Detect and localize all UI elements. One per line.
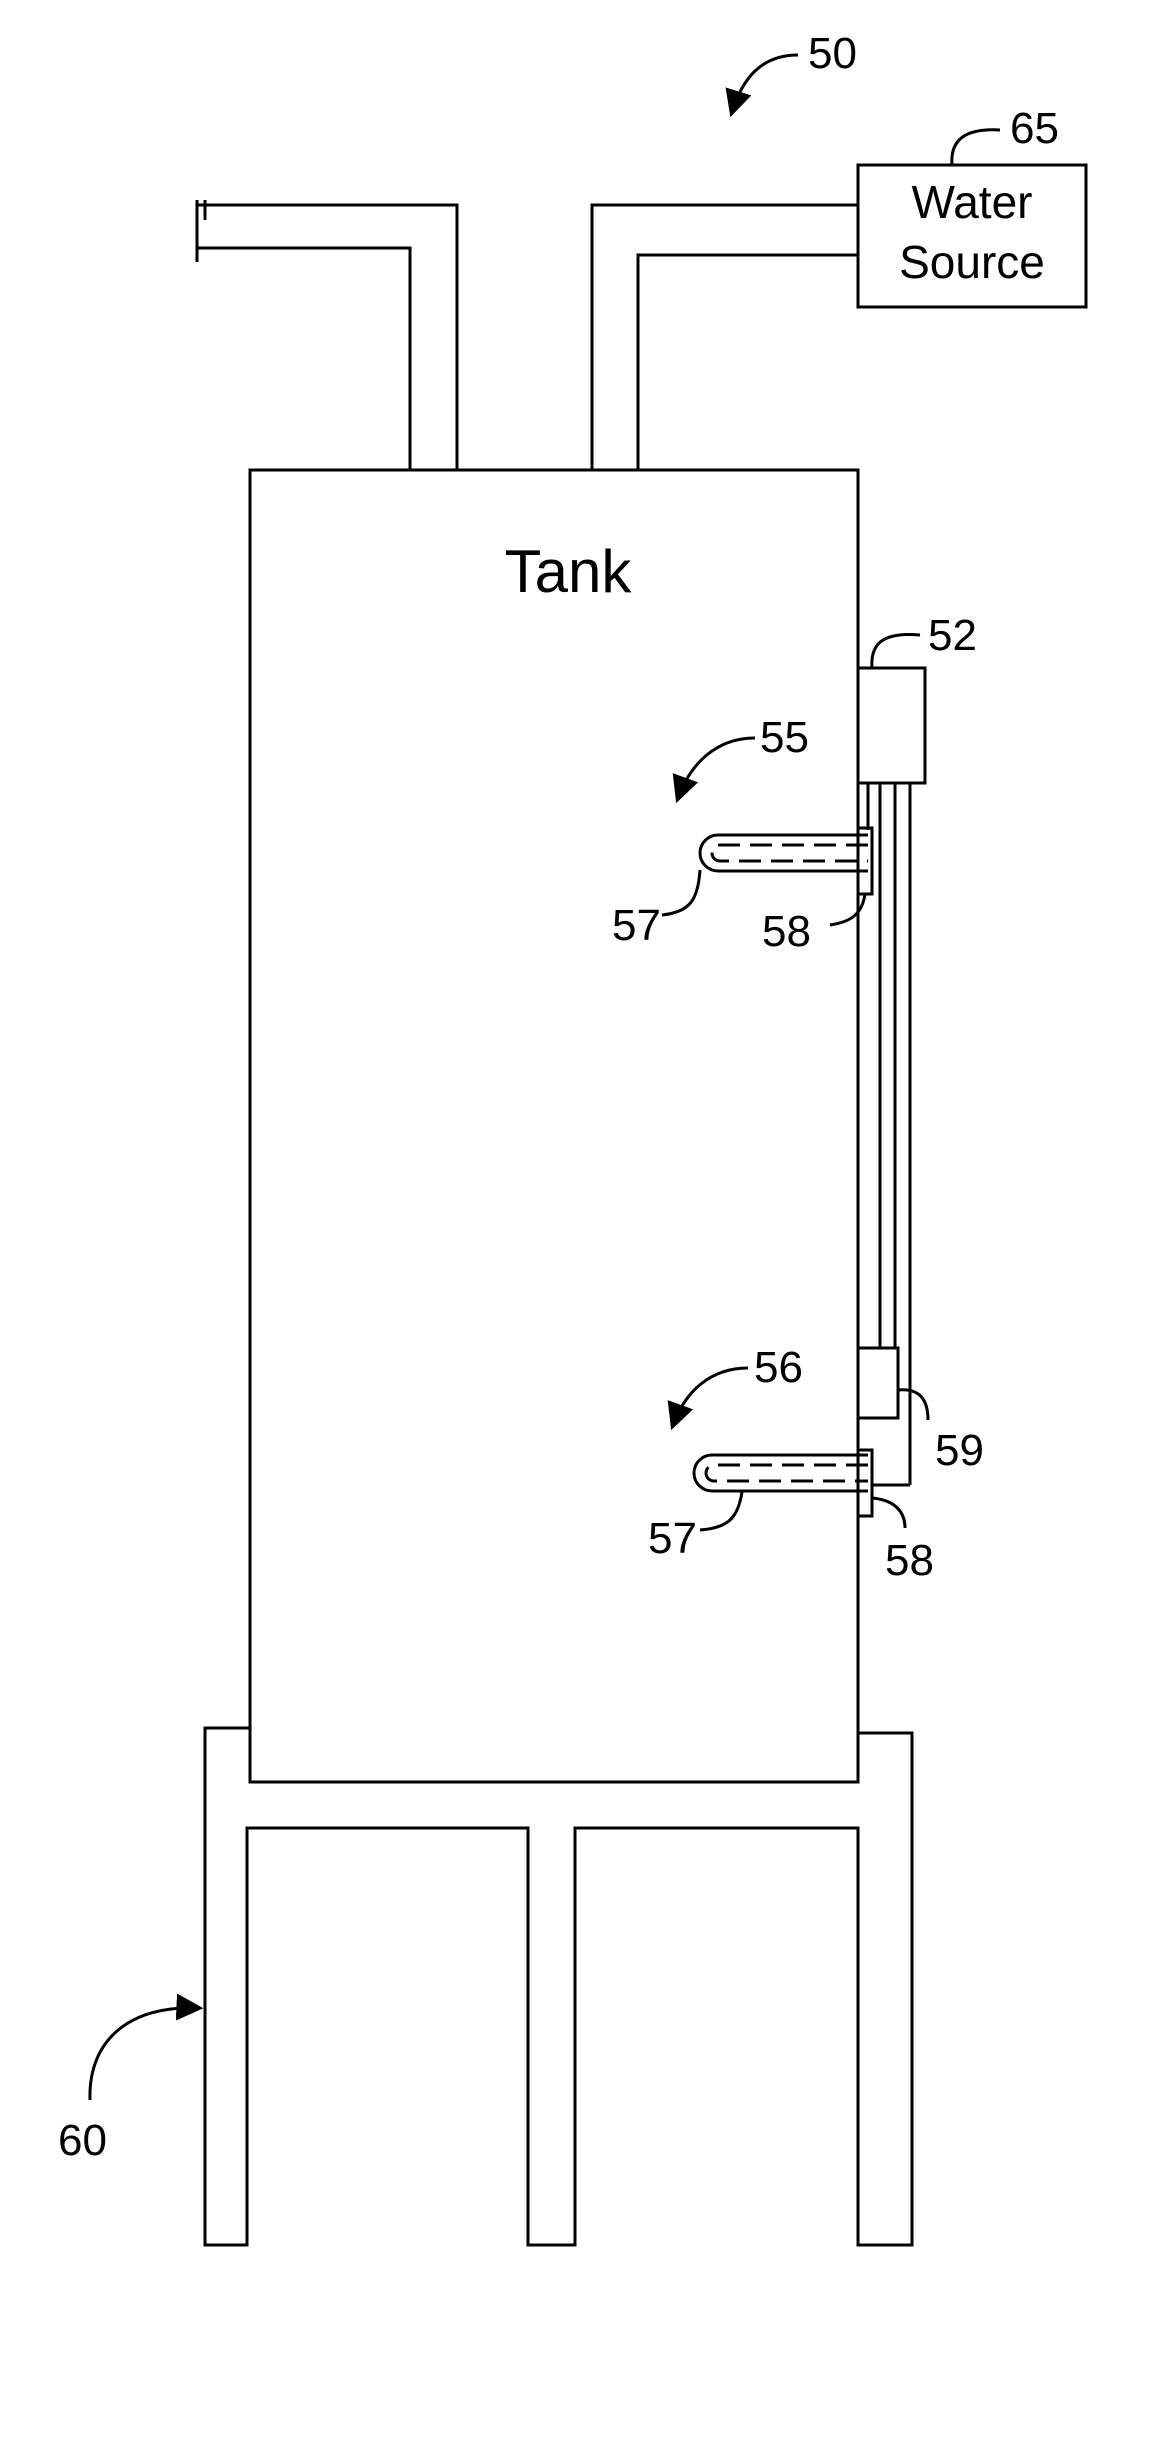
label-55: 55 [760, 713, 809, 762]
tank-label: Tank [505, 538, 633, 605]
label-56: 56 [754, 1343, 803, 1392]
leader-58-bottom [872, 1498, 905, 1528]
label-57-top: 57 [612, 901, 661, 950]
label-50: 50 [808, 29, 857, 78]
water-source-label-line1: Water [912, 176, 1033, 228]
stand [205, 1728, 912, 2245]
leader-52 [872, 634, 920, 668]
label-58-bottom: 58 [885, 1536, 934, 1585]
arrow-55 [678, 738, 755, 798]
leader-57-bottom [700, 1492, 742, 1530]
arrow-56 [673, 1368, 748, 1425]
controller-wiring [868, 783, 910, 1485]
label-57-bottom: 57 [648, 1514, 697, 1563]
label-58-top: 58 [762, 907, 811, 956]
leader-57-top [662, 870, 700, 915]
label-60: 60 [58, 2116, 107, 2165]
lower-heating-element [694, 1450, 872, 1516]
leader-59 [898, 1390, 928, 1420]
inlet-pipe [592, 205, 858, 470]
arrow-50 [732, 55, 798, 112]
arrow-60 [90, 2008, 198, 2100]
water-source-label-line2: Source [899, 236, 1045, 288]
thermostat-59 [858, 1348, 898, 1418]
label-52: 52 [928, 611, 977, 660]
controller-52 [858, 668, 925, 783]
label-59: 59 [935, 1426, 984, 1475]
lower-element-flange [858, 1450, 872, 1516]
outlet-pipe [197, 200, 457, 470]
tank [250, 470, 858, 1782]
leader-58-top [830, 894, 865, 925]
upper-heating-element [700, 828, 872, 894]
label-65: 65 [1010, 104, 1059, 153]
upper-element-flange [858, 828, 872, 894]
leader-65 [952, 130, 1000, 165]
